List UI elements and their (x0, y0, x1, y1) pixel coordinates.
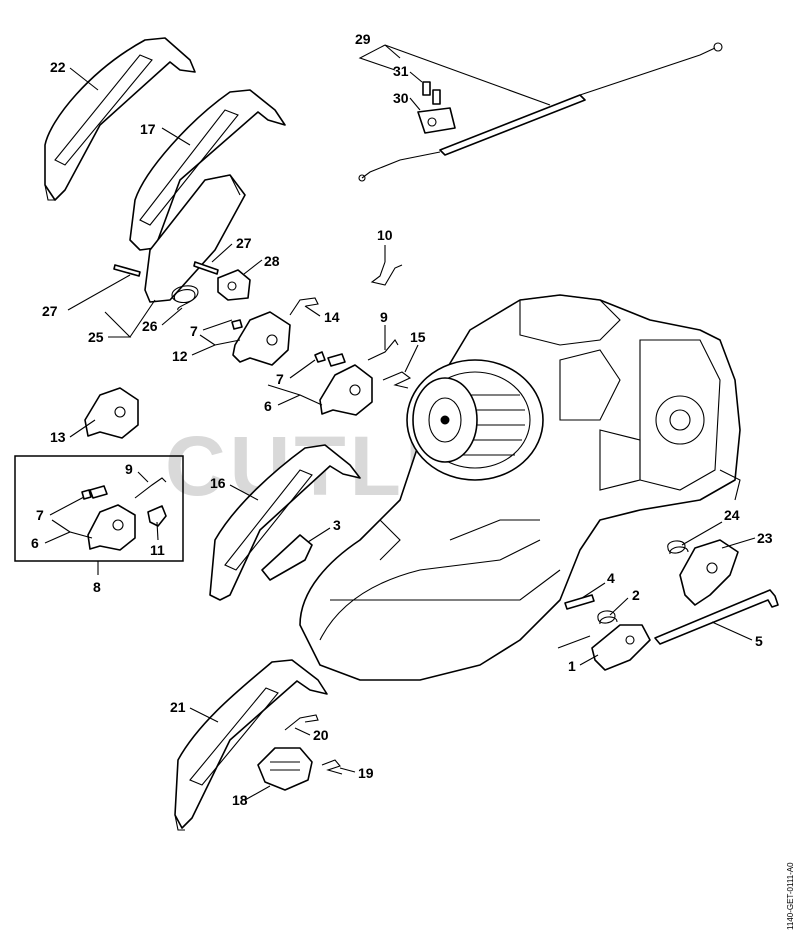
callout-24: 24 (724, 507, 740, 523)
callout-21: 21 (170, 699, 186, 715)
callout-20: 20 (313, 727, 329, 743)
throttle-trigger-13 (84, 387, 139, 439)
handle-22 (44, 37, 196, 201)
lever-1 (557, 624, 651, 671)
throttle-cable (358, 42, 723, 182)
callout-31: 31 (393, 63, 409, 79)
callout-18: 18 (232, 792, 248, 808)
wire-14 (289, 297, 319, 316)
spring-15 (382, 371, 412, 389)
kit-8-box (14, 455, 184, 562)
handle-25 (144, 174, 246, 303)
callout-6-box: 6 (31, 535, 39, 551)
callouts: 29 31 30 22 17 27 28 27 25 26 7 12 14 10… (31, 31, 773, 808)
callout-22: 22 (50, 59, 66, 75)
lever-28 (217, 269, 251, 301)
callout-3: 3 (333, 517, 341, 533)
cable-clamp (417, 81, 456, 134)
callout-19: 19 (358, 765, 374, 781)
pin-4 (564, 594, 595, 610)
wire-20 (284, 714, 319, 731)
callout-25: 25 (88, 329, 104, 345)
callout-8: 8 (93, 579, 101, 595)
button-3 (261, 534, 313, 581)
engine-housing (299, 294, 741, 681)
throttle-trigger-6 (314, 351, 373, 416)
pin-27-right (193, 261, 219, 275)
spring-26 (171, 285, 199, 311)
callout-1: 1 (568, 658, 576, 674)
callout-12: 12 (172, 348, 188, 364)
callout-11: 11 (150, 542, 165, 558)
document-code: 1140-GET-0111-A0 (786, 862, 795, 930)
callout-4: 4 (607, 570, 615, 586)
callout-7-box: 7 (36, 507, 44, 523)
callout-27-right: 27 (236, 235, 252, 251)
callout-7-middle: 7 (276, 371, 284, 387)
callout-13: 13 (50, 429, 66, 445)
callout-14: 14 (324, 309, 340, 325)
callout-10: 10 (377, 227, 393, 243)
callout-6-middle: 6 (264, 398, 272, 414)
spring-9 (367, 339, 399, 361)
handle-16 (209, 444, 361, 601)
callout-16: 16 (210, 475, 226, 491)
pin-27-left (113, 264, 141, 277)
switch-18 (257, 747, 313, 791)
throttle-trigger-12 (231, 311, 291, 366)
callout-15: 15 (410, 329, 426, 345)
callout-30: 30 (393, 90, 409, 106)
flywheel (406, 359, 544, 481)
callout-9-upper: 9 (380, 309, 388, 325)
callout-9-box: 9 (125, 461, 133, 477)
lever-23 (679, 539, 739, 606)
handle-17 (129, 89, 286, 251)
callout-28: 28 (264, 253, 280, 269)
callout-5: 5 (755, 633, 763, 649)
clip-19 (321, 759, 343, 775)
callout-23: 23 (757, 530, 773, 546)
callout-29: 29 (355, 31, 371, 47)
callout-26: 26 (142, 318, 158, 334)
callout-7-upper: 7 (190, 323, 198, 339)
spring-2 (597, 610, 618, 625)
leader-lines (44, 44, 756, 801)
rod-5 (654, 589, 779, 645)
spring-24 (667, 540, 689, 555)
callout-27-left: 27 (42, 303, 58, 319)
handle-21 (174, 659, 328, 831)
spring-10 (370, 261, 403, 286)
callout-17: 17 (140, 121, 156, 137)
callout-2: 2 (632, 587, 640, 603)
